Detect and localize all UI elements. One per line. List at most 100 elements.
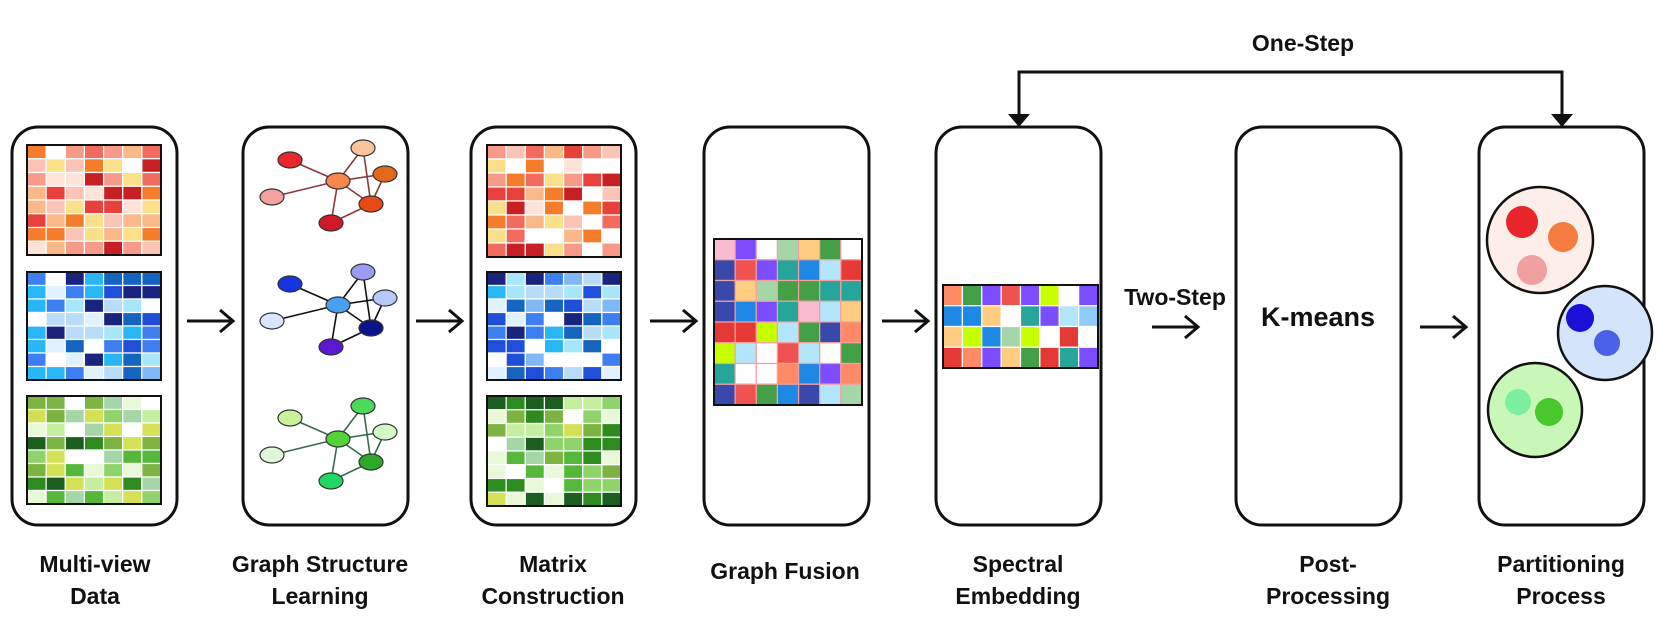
matrix-cell [562,450,584,466]
matrix-cell [981,284,1002,307]
matrix-cell [797,279,821,302]
matrix-cell [486,352,507,368]
matrix-cell [26,311,47,327]
matrix-cell [141,489,162,505]
matrix-cell [122,422,143,438]
matrix-cell [45,226,66,242]
matrix-cell [26,408,47,424]
matrix-cell [141,298,162,314]
matrix-cell [601,271,622,287]
matrix-cell [486,325,507,341]
matrix-cell [582,144,603,160]
view-matrix-green [26,395,162,505]
matrix-cell [141,213,162,229]
matrix-cell [543,311,565,327]
matrix-cell [486,491,507,507]
matrix-border [942,284,1099,369]
matrix-cell [543,365,565,381]
matrix-cell [83,462,105,478]
matrix-cell [562,271,584,287]
matrix-cell [26,226,47,242]
matrix-cell [505,395,526,411]
matrix-cell [601,395,622,411]
matrix-cell [524,144,546,160]
matrix-cell [543,158,565,174]
matrix-cell [102,171,124,187]
matrix-cell [543,284,565,300]
matrix-cell [601,228,622,244]
matrix-cell [840,279,863,302]
matrix-cell [1019,325,1041,348]
matrix-cell [505,365,526,381]
matrix-cell [64,311,86,327]
matrix-cell [26,240,47,256]
matrix-cell [562,491,584,507]
matrix-cell [713,279,736,302]
matrix-cell [543,422,565,438]
embedding-matrix [942,284,1099,369]
matrix-cell [562,422,584,438]
matrix-cell [45,449,66,465]
matrix-cell [122,325,143,341]
matrix-cell [122,462,143,478]
matrix-cell [45,298,66,314]
matrix-cell [543,172,565,188]
matrix-cell [1000,305,1022,328]
matrix-cell [26,462,47,478]
arrow-icon [882,308,931,334]
matrix-cell [524,395,546,411]
matrix-cell [83,199,105,215]
matrix-cell [486,271,507,287]
matrix-cell [26,158,47,174]
matrix-cell [141,144,162,160]
matrix-cell [505,284,526,300]
graph-node [358,319,384,337]
matrix-cell [601,409,622,425]
cluster-point [1535,398,1563,426]
matrix-cell [64,185,86,201]
matrix-cell [141,284,162,300]
matrix-cell [486,436,507,452]
matrix-cell [505,436,526,452]
matrix-cell [601,464,622,480]
matrix-cell [601,365,622,381]
matrix-cell [64,271,86,287]
matrix-cell [486,298,507,314]
matrix-cell [45,199,66,215]
matrix-cell [981,346,1002,369]
matrix-cell [582,214,603,230]
matrix-cell [1078,325,1099,348]
cluster-point [1505,389,1531,415]
matrix-cell [64,213,86,229]
matrix-cell [83,144,105,160]
matrix-cell [122,185,143,201]
matrix-cell [45,338,66,354]
matrix-cell [840,362,863,385]
matrix-cell [601,450,622,466]
matrix-cell [543,271,565,287]
matrix-cell [83,158,105,174]
matrix-cell [122,226,143,242]
graph-node [325,296,351,314]
matrix-cell [713,259,736,282]
matrix-cell [83,271,105,287]
matrix-cell [776,238,800,261]
matrix-cell [26,271,47,287]
one-step-connector [1017,70,1564,118]
matrix-cell [45,365,66,381]
matrix-cell [961,325,983,348]
matrix-cell [524,352,546,368]
matrix-cell [524,450,546,466]
matrix-cell [981,325,1002,348]
matrix-cell [141,171,162,187]
matrix-cell [582,228,603,244]
matrix-cell [562,464,584,480]
matrix-cell [102,298,124,314]
stage-label-post-processing: Post- Processing [1266,551,1390,609]
matrix-cell [797,342,821,365]
matrix-cell [45,240,66,256]
matrix-cell [83,435,105,451]
matrix-cell [543,436,565,452]
matrix-cell [45,395,66,411]
matrix-cell [141,338,162,354]
